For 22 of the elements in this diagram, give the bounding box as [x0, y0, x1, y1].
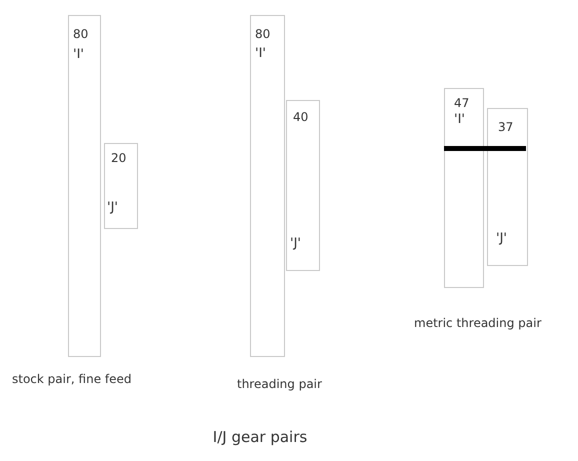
- gear-box: [444, 88, 484, 288]
- gear-name: 'J': [496, 232, 507, 246]
- tooth-count: 40: [293, 110, 308, 124]
- gear-box: [250, 15, 285, 357]
- gear-box: [104, 143, 138, 229]
- tooth-count: 80: [73, 27, 88, 41]
- tooth-count: 80: [255, 27, 270, 41]
- pair-label: threading pair: [237, 377, 322, 391]
- caption: I/J gear pairs: [212, 428, 308, 446]
- gear-name: 'I': [255, 47, 266, 61]
- gear-name: 'I': [454, 113, 465, 127]
- pair-label: stock pair, fine feed: [12, 372, 132, 386]
- gear-box: [68, 15, 101, 357]
- gear-name: 'J': [107, 201, 118, 215]
- tooth-count: 20: [111, 151, 126, 165]
- tooth-count: 47: [454, 96, 470, 110]
- pair-label: metric threading pair: [414, 316, 542, 330]
- gear-box: [286, 100, 320, 271]
- gear-name: 'I': [73, 48, 84, 62]
- gear-name: 'J': [290, 237, 301, 251]
- gear-box: [487, 108, 528, 266]
- tooth-count: 37: [498, 120, 514, 134]
